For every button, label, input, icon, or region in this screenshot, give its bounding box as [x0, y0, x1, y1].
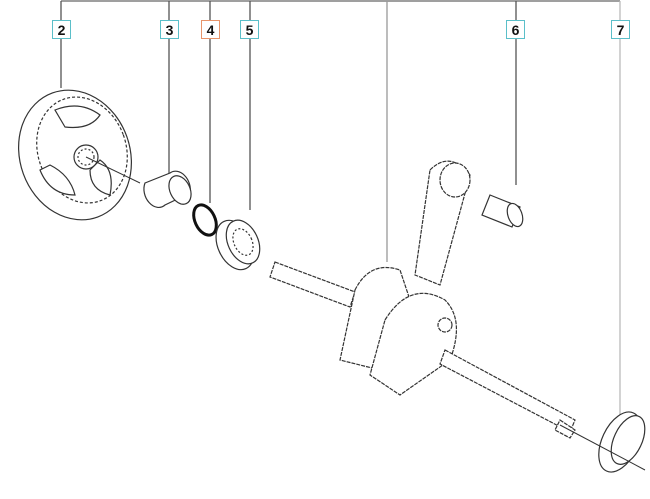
callout-6[interactable]: 6	[506, 20, 525, 39]
callout-3[interactable]: 3	[160, 20, 179, 39]
callout-5[interactable]: 5	[240, 20, 259, 39]
callout-4[interactable]: 4	[201, 20, 220, 39]
clutch-part	[18, 89, 132, 221]
callout-2[interactable]: 2	[52, 20, 71, 39]
callout-7[interactable]: 7	[611, 20, 630, 39]
crankshaft-part	[269, 160, 576, 439]
